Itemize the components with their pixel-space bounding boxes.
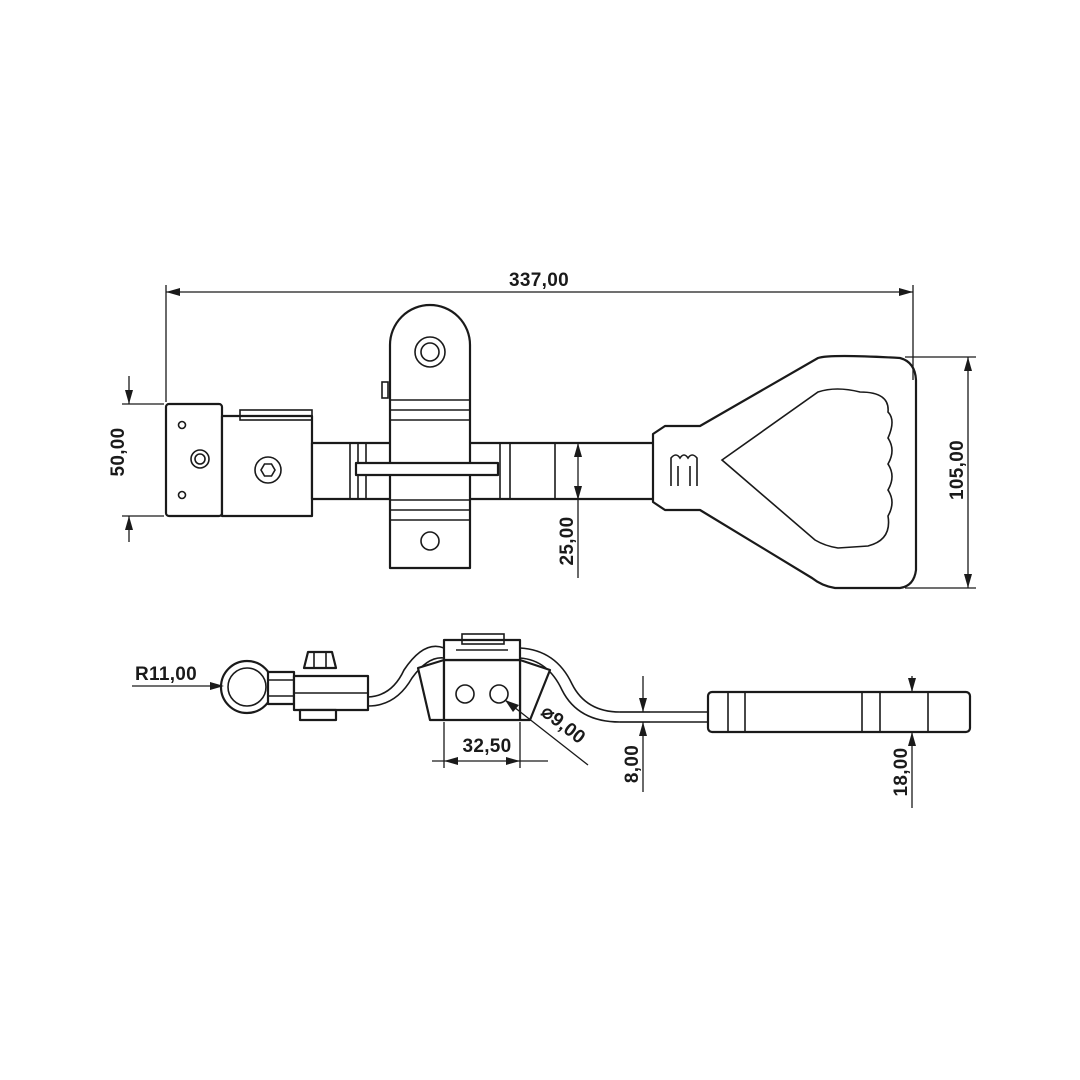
dimension-handle-thickness: 18,00 (891, 676, 916, 808)
dimension-overall-length: 337,00 (165, 270, 914, 402)
dim-hook-radius-label: R11,00 (135, 664, 197, 685)
dim-hole-diameter-label: ⌀9,00 (537, 701, 589, 748)
catch-block (416, 633, 552, 722)
top-view: 337,00 50,00 105,00 25,00 (108, 270, 976, 590)
dimension-bar-offset: 25,00 (557, 443, 582, 578)
dimension-hook-radius: R11,00 (132, 664, 224, 690)
dim-bar-offset-label: 25,00 (557, 516, 578, 565)
hook-ring (219, 659, 296, 715)
dim-base-height-label: 50,00 (108, 427, 129, 476)
dim-overall-length-label: 337,00 (509, 270, 569, 291)
handle-top (651, 354, 918, 590)
dim-handle-height-label: 105,00 (947, 440, 968, 500)
dim-handle-thickness-label: 18,00 (891, 747, 912, 796)
bolt-clamp (292, 650, 370, 722)
dimension-handle-height: 105,00 (905, 356, 976, 589)
dimension-hole-spacing: 32,50 (432, 722, 548, 768)
dimension-base-height: 50,00 (108, 376, 164, 542)
base-bracket (164, 402, 314, 518)
dim-bar-thickness-label: 8,00 (622, 745, 643, 783)
dimension-hole-diameter: ⌀9,00 (504, 699, 589, 766)
side-view: R11,00 32,50 ⌀9,00 8,00 (132, 633, 972, 808)
catch-plate (354, 303, 500, 570)
dimension-bar-thickness: 8,00 (620, 676, 650, 792)
dim-hole-spacing-label: 32,50 (462, 736, 511, 757)
brand-logo-icon (670, 454, 698, 486)
handle-side (706, 690, 972, 734)
